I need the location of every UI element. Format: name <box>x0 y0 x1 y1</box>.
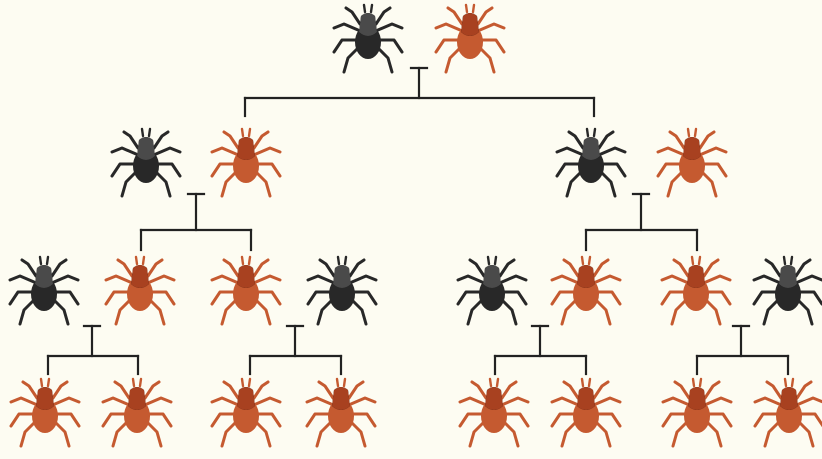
tick-icon-head <box>582 137 600 160</box>
tick-icon-head <box>237 265 255 288</box>
generation-3-pair-2-left-tick-icon <box>212 257 280 324</box>
generation-2-pair-2-right-tick-icon <box>658 129 726 196</box>
tick-icon-head <box>688 387 706 410</box>
generation-2-pair-1-right-tick-icon <box>212 129 280 196</box>
tick-icon-head <box>779 265 797 288</box>
generation-4-offspring-6-tick-icon <box>552 379 620 446</box>
generation-2-pair-2-left-tick-icon <box>557 129 625 196</box>
tick-icon-head <box>332 387 350 410</box>
generation-3-pair-1-left-tick-icon <box>10 257 78 324</box>
tick-icon-head <box>35 265 53 288</box>
tick-icon-head <box>577 265 595 288</box>
generation-3-pair-4-left-tick-icon <box>662 257 730 324</box>
tick-icon-head <box>137 137 155 160</box>
tick-icon-head <box>683 137 701 160</box>
connector-lines <box>48 68 788 374</box>
tick-icon-head <box>36 387 54 410</box>
generation-3-pair-2-right-tick-icon <box>308 257 376 324</box>
generation-4-offspring-1-tick-icon <box>11 379 79 446</box>
generation-4-offspring-8-tick-icon <box>755 379 822 446</box>
tick-icon-head <box>461 13 479 36</box>
generation-4-offspring-4-tick-icon <box>307 379 375 446</box>
tick-icon-head <box>237 137 255 160</box>
tick-icon-head <box>687 265 705 288</box>
generation-3-pair-3-left-tick-icon <box>458 257 526 324</box>
generation-3-pair-1-right-tick-icon <box>106 257 174 324</box>
generation-2-pair-1-left-tick-icon <box>112 129 180 196</box>
generation-1-pair-1-right-tick-icon <box>436 5 504 72</box>
generation-4-offspring-5-tick-icon <box>460 379 528 446</box>
tick-group <box>10 5 822 446</box>
tick-icon-head <box>485 387 503 410</box>
generation-4-offspring-2-tick-icon <box>103 379 171 446</box>
tick-icon-head <box>128 387 146 410</box>
generation-4-offspring-3-tick-icon <box>212 379 280 446</box>
tick-icon-head <box>131 265 149 288</box>
generation-4-offspring-7-tick-icon <box>663 379 731 446</box>
generation-1-pair-1-left-tick-icon <box>334 5 402 72</box>
tick-icon-head <box>237 387 255 410</box>
generation-3-pair-4-right-tick-icon <box>754 257 822 324</box>
tick-icon-head <box>780 387 798 410</box>
tick-icon-head <box>333 265 351 288</box>
tick-icon-head <box>577 387 595 410</box>
tick-icon-head <box>483 265 501 288</box>
generation-3-pair-3-right-tick-icon <box>552 257 620 324</box>
tick-icon-head <box>359 13 377 36</box>
